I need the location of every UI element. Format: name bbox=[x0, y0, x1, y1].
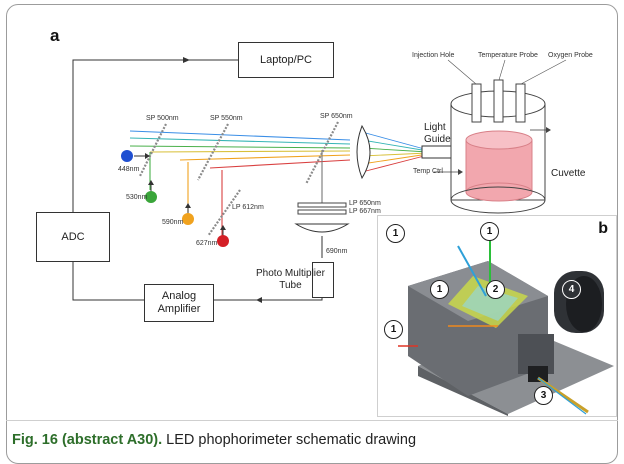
led-627-icon bbox=[217, 235, 229, 247]
beam-blue bbox=[129, 130, 351, 141]
led-627-label: 627nm bbox=[196, 240, 218, 247]
filter-sp650 bbox=[305, 121, 339, 185]
sp550-label: SP 550nm bbox=[210, 115, 243, 122]
caption-text: LED phophorimeter schematic drawing bbox=[162, 432, 417, 448]
beam-green bbox=[129, 145, 351, 149]
led-530-icon bbox=[145, 191, 157, 203]
sp500-label: SP 500nm bbox=[146, 115, 179, 122]
beam-yellow bbox=[149, 150, 351, 153]
pmt-line2: Tube bbox=[279, 280, 302, 291]
lp650-label: LP 650nm bbox=[349, 200, 381, 207]
arrow-to-laptop bbox=[183, 57, 190, 63]
marker-1-top: 1 bbox=[480, 222, 499, 241]
led-448-label: 448nm bbox=[118, 166, 140, 173]
amplifier-line2: Amplifier bbox=[157, 303, 201, 315]
marker-1-middle: 1 bbox=[430, 280, 449, 299]
led-590-icon bbox=[182, 213, 194, 225]
pmt-line1: Photo Multiplier bbox=[256, 268, 325, 279]
pmt-box bbox=[312, 262, 334, 298]
light-guide-label: Light Guide bbox=[424, 122, 451, 146]
injection-hole-label: Injection Hole bbox=[412, 52, 455, 59]
panel-b-label: b bbox=[598, 220, 608, 237]
temp-ctrl-label: Temp Ctrl bbox=[413, 168, 443, 175]
wire-amp-to-pmt bbox=[212, 292, 323, 301]
amplifier-box: Analog Amplifier bbox=[144, 284, 214, 322]
marker-2: 2 bbox=[486, 280, 505, 299]
lp650-bar bbox=[297, 202, 347, 208]
wire-adc-to-laptop bbox=[72, 59, 238, 212]
led-448-icon bbox=[121, 150, 133, 162]
arrow-to-amp bbox=[256, 297, 262, 303]
beam-red bbox=[209, 159, 351, 169]
lp667-bar bbox=[297, 209, 347, 215]
laptop-box: Laptop/PC bbox=[238, 42, 334, 78]
led-590-label: 590nm bbox=[162, 219, 184, 226]
marker-1-topleft: 1 bbox=[386, 224, 405, 243]
cuvette-drawing bbox=[434, 59, 567, 214]
lens-right bbox=[356, 124, 371, 180]
caption-divider bbox=[6, 420, 618, 421]
panel-a-label: a bbox=[50, 26, 60, 45]
nm690-label: 690nm bbox=[326, 248, 348, 255]
amplifier-line1: Analog bbox=[161, 290, 197, 302]
lp667-label: LP 667nm bbox=[349, 208, 381, 215]
light-guide-line2: Guide bbox=[424, 134, 451, 145]
marker-4: 4 bbox=[562, 280, 581, 299]
filter-lp612 bbox=[207, 189, 241, 237]
led-530-label: 530nm bbox=[126, 194, 148, 201]
filter-sp500 bbox=[139, 123, 167, 177]
sp650-label: SP 650nm bbox=[320, 113, 353, 120]
figure-caption: Fig. 16 (abstract A30). LED phophorimete… bbox=[12, 432, 416, 448]
beam-teal bbox=[129, 137, 351, 145]
instrument-photo: b 1 1 1 1 2 3 4 bbox=[377, 215, 617, 417]
pmt-label: Photo Multiplier Tube bbox=[256, 268, 325, 292]
marker-1-left: 1 bbox=[384, 320, 403, 339]
filter-sp550 bbox=[197, 123, 229, 181]
beam-orange bbox=[179, 154, 351, 161]
adc-box: ADC bbox=[36, 212, 110, 262]
lens-bottom bbox=[294, 223, 350, 233]
instrument-photo-art bbox=[398, 226, 614, 416]
temperature-probe-label: Temperature Probe bbox=[478, 52, 538, 59]
marker-3: 3 bbox=[534, 386, 553, 405]
oxygen-probe-label: Oxygen Probe bbox=[548, 52, 593, 59]
lp612-label: LP 612nm bbox=[232, 204, 264, 211]
light-guide-line1: Light bbox=[424, 122, 446, 133]
cuvette-label: Cuvette bbox=[551, 168, 586, 179]
caption-label: Fig. 16 (abstract A30). bbox=[12, 432, 163, 448]
